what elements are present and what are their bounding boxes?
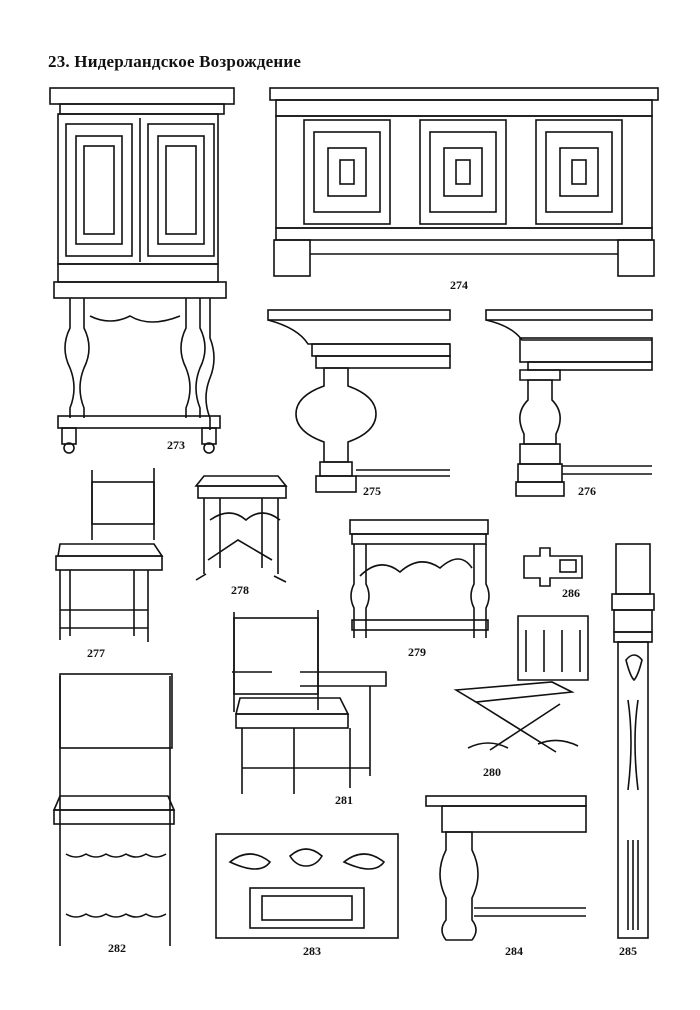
figure-273-cabinet-on-stand [49,87,235,454]
figure-286-ornament [523,547,583,587]
figure-label-275: 275 [363,484,381,498]
figure-label-279: 279 [408,645,426,659]
figure-label-285: 285 [619,944,637,958]
figure-276-carved-table-leg [485,309,653,497]
page-title: 23. Нидерландское Возрождение [48,52,302,71]
figure-label-280: 280 [483,765,501,779]
figure-277-side-chair [55,468,164,642]
figure-label-281: 281 [335,793,353,807]
figure-282-tall-chair [52,673,176,946]
figure-label-273: 273 [167,438,185,452]
figure-275-table-leg [267,309,451,493]
figure-label-274: 274 [450,278,468,292]
figure-278-small-table [194,475,288,583]
figure-label-283: 283 [303,944,321,958]
figure-279-bench [349,519,490,638]
figure-label-286: 286 [562,586,580,600]
figure-label-278: 278 [231,583,249,597]
figure-280-folding-chair [453,615,589,753]
figure-label-276: 276 [578,484,596,498]
figure-274-long-chest [269,87,659,277]
figure-284-table-leg [425,795,587,941]
figure-281-armchair [232,610,387,794]
figure-label-282: 282 [108,941,126,955]
figure-label-277: 277 [87,646,105,660]
figure-label-284: 284 [505,944,523,958]
figure-285-pilaster [611,543,655,939]
figure-283-carved-panel [215,833,399,939]
